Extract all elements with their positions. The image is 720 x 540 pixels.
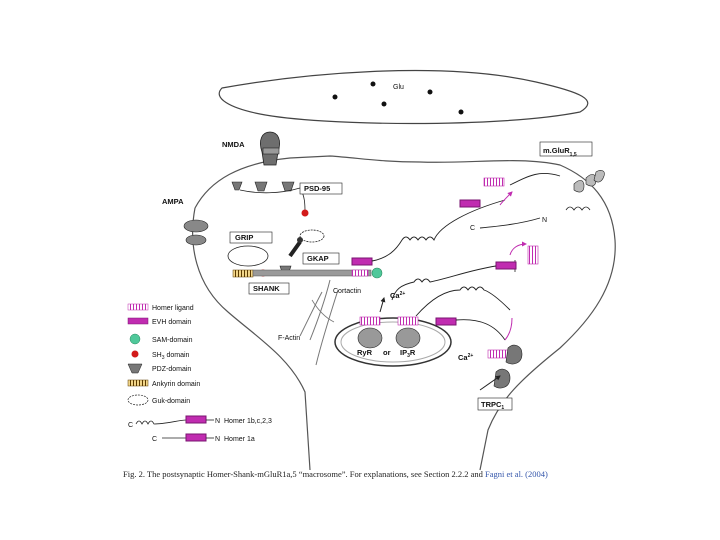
homer-shank-link: [351, 199, 506, 266]
nmda-label: NMDA: [222, 140, 245, 149]
legend-label: Ankyrin domain: [152, 381, 200, 388]
psd95-label: PSD-95: [304, 184, 330, 193]
sh3-domain-icon: [131, 350, 139, 358]
glutamate-dot: [381, 101, 387, 107]
cortactin-label: Cortactin: [333, 288, 361, 295]
legend-label: Homer ligand: [152, 305, 194, 312]
homer-short-evh: [185, 433, 207, 442]
c-terminal-label: C: [470, 225, 475, 232]
presynaptic-terminal: Glu: [218, 69, 589, 125]
ryr-label: RyR: [357, 348, 373, 357]
figure-caption: Fig. 2. The postsynaptic Homer-Shank-mGl…: [123, 469, 623, 479]
trpc-channel: Ca2+ TRPC1: [458, 317, 523, 411]
homer-short-c: C: [152, 436, 157, 443]
homer-1a-right: [391, 241, 539, 301]
homer-long-label: Homer 1b,c,2,3: [224, 418, 272, 425]
psd95-complex: PSD-95: [231, 181, 343, 217]
glutamate-dot: [332, 94, 338, 100]
n-terminal-label: N: [542, 217, 547, 224]
shank-label: SHANK: [253, 284, 280, 293]
mglur-label: m.GluR1,5: [543, 146, 577, 158]
or-label: or: [383, 348, 391, 357]
legend-label: EVH domain: [152, 319, 191, 326]
gkap-label: GKAP: [307, 254, 329, 263]
gkap-complex: GKAP: [288, 229, 340, 265]
homer-long-c: C: [128, 422, 133, 429]
shank-complex: SHANK: [232, 265, 383, 295]
grip-complex: GRIP: [227, 231, 273, 267]
grip-label: GRIP: [235, 233, 253, 242]
guk-domain-icon: [127, 394, 149, 406]
pdz-domain-icon: [127, 363, 143, 374]
ca-top-label: Ca2+: [390, 291, 405, 300]
ankyrin-domain-icon: [127, 379, 149, 387]
homer-short-label: Homer 1a: [224, 436, 255, 443]
sam-domain-icon: [129, 333, 141, 345]
glutamate-dot: [370, 81, 376, 87]
glutamate-dot: [427, 89, 433, 95]
glu-label: Glu: [393, 84, 404, 91]
evh-domain-icon: [127, 317, 149, 325]
homer-long-coil: [135, 419, 187, 425]
mglur-receptor: m.GluR1,5 C N: [470, 141, 605, 232]
ip3r-label: IP3R: [400, 348, 416, 359]
legend: Homer ligand EVH domain SAM-domain SH3 d…: [127, 303, 272, 443]
er-calcium-store: RyR or IP3R Ca2+: [334, 286, 511, 367]
legend-label: Guk-domain: [152, 398, 190, 405]
ca-right-label: Ca2+: [458, 353, 473, 362]
ampa-label: AMPA: [162, 197, 184, 206]
homer-ligand-icon: [127, 303, 149, 311]
f-actin-label: F-Actin: [278, 335, 300, 342]
caption-text: Fig. 2. The postsynaptic Homer-Shank-mGl…: [123, 469, 486, 479]
trpc-label: TRPC1: [481, 400, 504, 411]
legend-label: PDZ-domain: [152, 366, 191, 373]
cortactin-actin: Cortactin F-Actin: [278, 279, 361, 366]
glutamate-dot: [458, 109, 464, 115]
caption-reference-link[interactable]: Fagni et al. (2004): [485, 469, 548, 479]
ampa-receptor: AMPA: [162, 197, 209, 246]
homer-long-evh: [185, 415, 207, 424]
legend-label: SAM-domain: [152, 337, 193, 344]
homer-short-n: N: [215, 436, 220, 443]
nmda-receptor: NMDA: [222, 131, 280, 166]
homer-long-n: N: [215, 418, 220, 425]
legend-label: SH3 domain: [152, 352, 190, 361]
